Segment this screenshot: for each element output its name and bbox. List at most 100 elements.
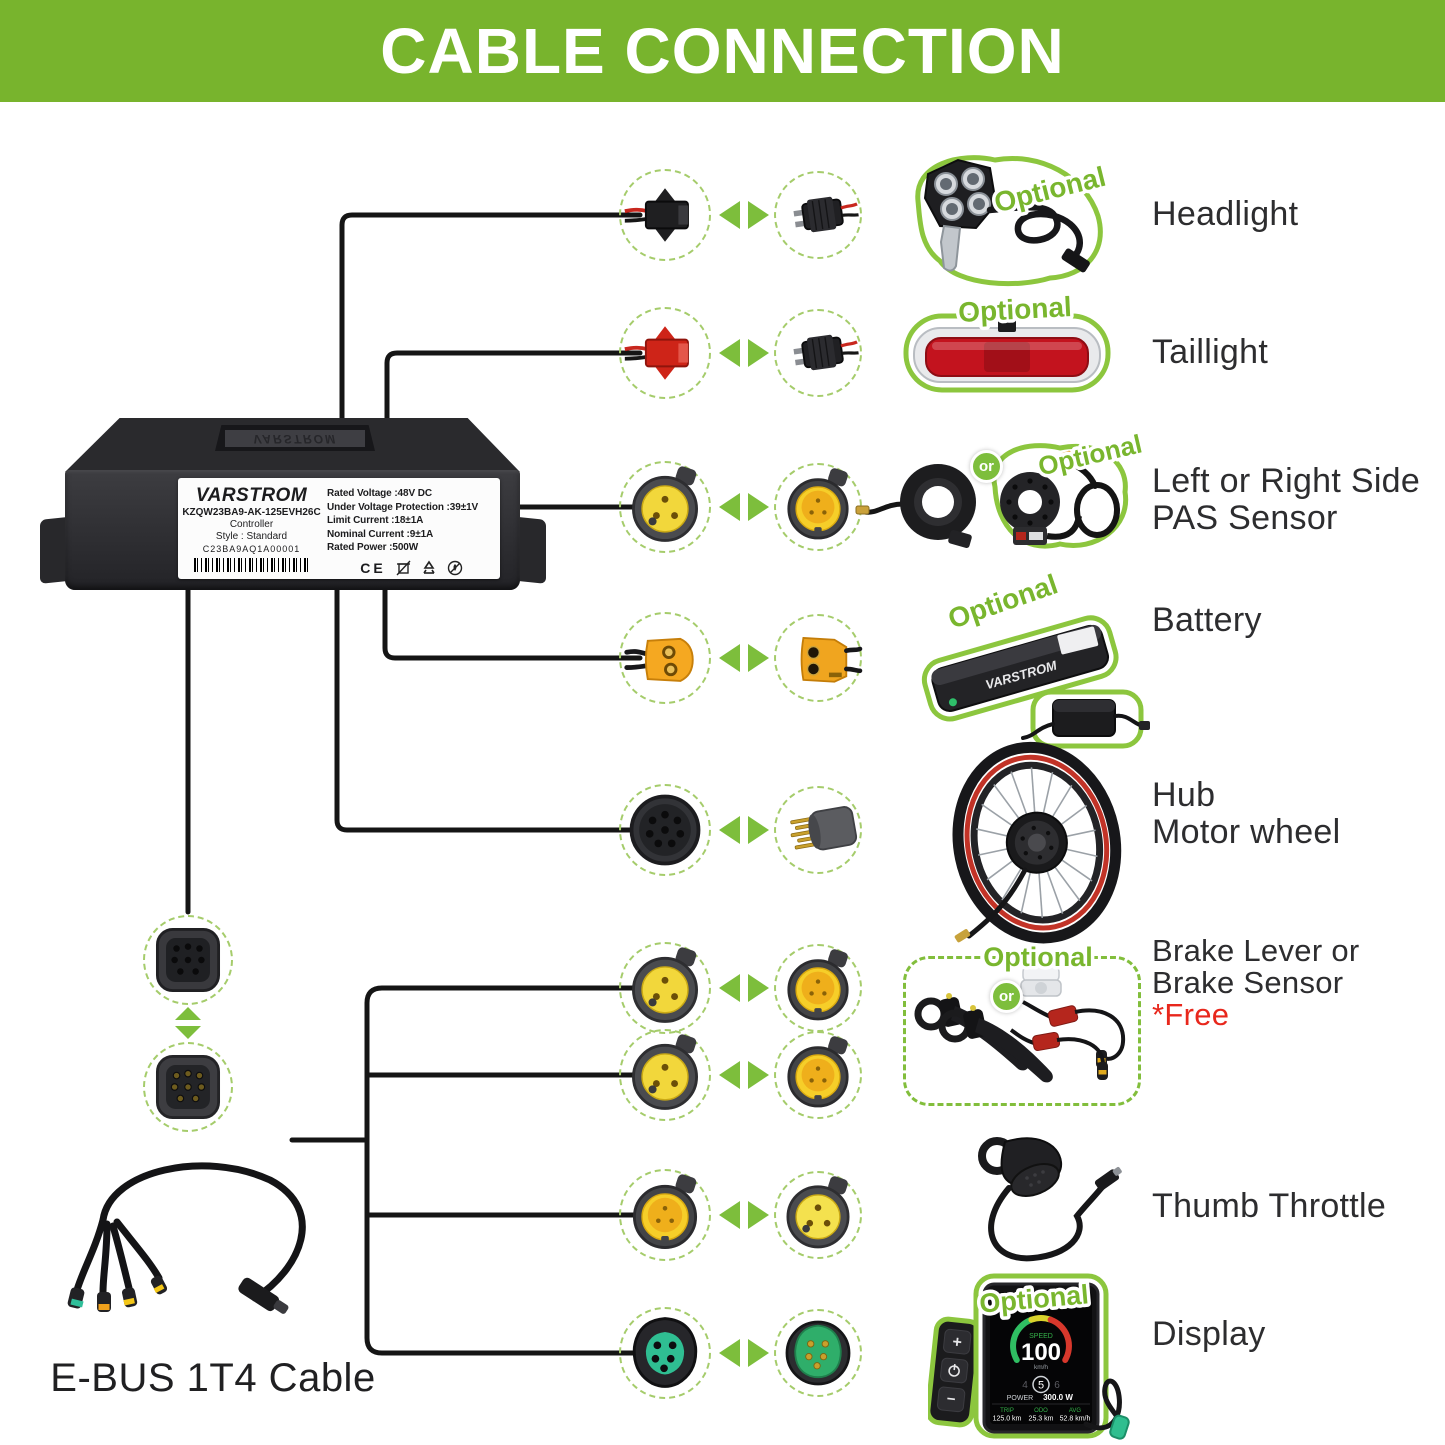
brake-optional-box [903, 956, 1141, 1106]
svg-text:AVG: AVG [1069, 1408, 1082, 1414]
connector-taillight-device-side-art [793, 334, 859, 371]
optional-badge-brake: Optional [980, 939, 1097, 976]
label-display: Display [1152, 1315, 1266, 1353]
connect-arrows-icon-pas [719, 493, 769, 521]
connector-brake-1-controller-side-art [632, 947, 698, 1023]
label-battery: Battery [1152, 601, 1262, 639]
connector-hub-motor-device-side-art [790, 806, 858, 851]
battery-product: VARSTROM [921, 615, 1150, 749]
display-remote: + − [928, 1316, 983, 1428]
connector-throttle-controller-side [619, 1169, 711, 1261]
connector-brake-1-device-side-art [787, 949, 849, 1021]
label-taillight: Taillight [1152, 333, 1269, 371]
assist-level: 4 5 6 [1022, 1375, 1060, 1394]
connector-taillight-device-side [774, 309, 862, 397]
square-8pin-female-connector [155, 927, 221, 993]
connector-pas-controller-side [619, 461, 711, 553]
connector-pas-device-side [774, 463, 862, 551]
spec-under-voltage: Under Voltage Protection :39±1V [327, 501, 479, 513]
connector-brake-2-controller-side [619, 1029, 711, 1121]
connector-brake-2-controller-side-art [632, 1034, 698, 1110]
connector-pas-device-side-art [787, 468, 849, 540]
label-brake: Brake Lever or Brake Sensor *Free [1152, 933, 1360, 1032]
label-throttle: Thumb Throttle [1152, 1187, 1387, 1225]
speed-value: 100 [1021, 1339, 1061, 1366]
ebus-branch-connectors [67, 1275, 168, 1312]
taillight-product [903, 313, 1111, 393]
connector-headlight-controller-side [619, 169, 711, 261]
controller-label-left: VARSTROM KZQW23BA9-AK-125EVH26C Controll… [178, 478, 325, 579]
page-title: CABLE CONNECTION [380, 15, 1065, 87]
label-headlight: Headlight [1152, 195, 1299, 233]
brand-logo: VARSTROM [195, 485, 308, 506]
connector-brake-2-device-side-art [787, 1036, 849, 1108]
connect-arrows-icon-display [719, 1339, 769, 1367]
connector-throttle-device-side-art [786, 1176, 850, 1249]
spec-limit-current: Limit Current :18±1A [327, 515, 424, 526]
connector-headlight-device-side [774, 171, 862, 259]
connector-brake-1-controller-side [619, 942, 711, 1034]
svg-text:ODO: ODO [1034, 1408, 1048, 1414]
connector-battery-device-side [774, 614, 863, 702]
hub-motor-wheel-product [952, 741, 1122, 944]
connect-arrows-icon-brake-1 [719, 974, 769, 1002]
connector-brake-1-device-side [774, 944, 862, 1032]
remote-power-icon [948, 1363, 960, 1377]
brake-products [914, 965, 1126, 1083]
connector-display-device-side-art [785, 1320, 851, 1386]
connector-brake-2-device-side [774, 1031, 862, 1119]
controller-top-face: VARSTROM [65, 418, 520, 472]
connector-taillight-controller-side-art [624, 326, 689, 380]
svg-text:Optional: Optional [983, 942, 1093, 972]
display-product: + − SPEED 100 km/h 4 5 6 P [928, 1273, 1130, 1440]
controller-label: VARSTROM KZQW23BA9-AK-125EVH26C Controll… [178, 478, 500, 579]
svg-text:6: 6 [1054, 1380, 1060, 1391]
optional-badge-taillight: Optional [954, 288, 1076, 332]
connect-arrows-icon-headlight [719, 201, 769, 229]
controller-style: Style : Standard [215, 531, 288, 542]
trip-stats: TRIP 125.0 km ODO 25.3 km AVG 52.8 km/h [993, 1408, 1091, 1423]
connector-headlight-device-side-art [793, 196, 859, 233]
ebus-main-plug-circle [143, 1042, 233, 1132]
recycle-icon [423, 560, 435, 574]
connector-display-controller-side [619, 1307, 711, 1399]
no-open-flame-icon [447, 560, 462, 575]
label-brake-free: *Free [1152, 997, 1230, 1032]
power-value: 300.0 W [1043, 1393, 1073, 1402]
display-status-icons [994, 1297, 1089, 1305]
optional-badge-display: Optional [975, 1276, 1094, 1322]
svg-text:TRIP: TRIP [1000, 1408, 1014, 1414]
spec-rated-power: Rated Power :500W [327, 542, 419, 553]
certification-marks: CE [327, 560, 496, 576]
power-label: POWER [1007, 1395, 1033, 1402]
brake-sensor-1 [1022, 1000, 1126, 1068]
pas-sensor-products [855, 443, 1129, 549]
spec-nominal-current: Nominal Current :9±1A [327, 528, 434, 540]
connector-hub-motor-controller-side-art [629, 794, 701, 866]
connector-display-device-side [774, 1309, 862, 1397]
connect-arrows-icon-taillight [719, 339, 769, 367]
remote-minus-button: − [946, 1390, 957, 1408]
remote-plus-button: + [952, 1334, 963, 1352]
label-pas: Left or Right Side PAS Sensor [1152, 462, 1421, 537]
controller-model: KZQW23BA9-AK-125EVH26C [182, 507, 321, 518]
connector-taillight-controller-side [619, 307, 711, 399]
connector-battery-controller-side-art [624, 637, 694, 682]
ebus-cable-label: E-BUS 1T4 Cable [50, 1356, 376, 1400]
svg-text:Optional: Optional [957, 291, 1072, 328]
brake-lever-2 [938, 1005, 1053, 1083]
controller-logo-recess: VARSTROM [215, 425, 375, 451]
ce-mark-icon: CE [360, 559, 386, 576]
sensor-case [1020, 965, 1062, 997]
connector-hub-motor-controller-side [619, 784, 711, 876]
pas-left-disc [855, 464, 976, 549]
svg-text:5: 5 [1038, 1380, 1044, 1392]
svg-text:25.3 km: 25.3 km [1029, 1416, 1054, 1423]
connector-battery-controller-side [619, 612, 711, 704]
charger [1021, 689, 1150, 749]
spec-rated-voltage: Rated Voltage :48V DC [327, 488, 432, 499]
speed-gauge [1010, 1315, 1072, 1363]
headlight-product [915, 155, 1103, 287]
